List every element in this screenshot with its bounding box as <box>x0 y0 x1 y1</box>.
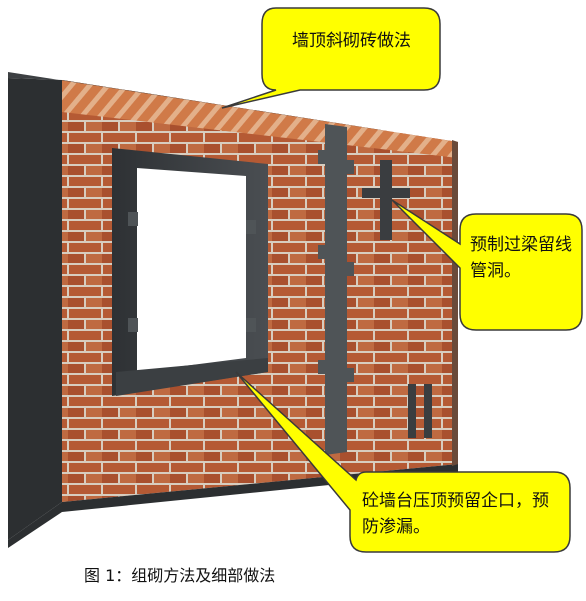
callout-preset-hole <box>391 199 583 331</box>
concrete-column <box>318 124 354 455</box>
pipe-hole-cross <box>362 160 410 240</box>
callout-label-sill-notch: 砼墙台压顶预留企口，预防渗漏。 <box>362 491 549 537</box>
callout-label-top-slant: 墙顶斜砌砖做法 <box>292 31 411 51</box>
window-opening <box>112 148 268 396</box>
conduit-slots <box>408 384 432 438</box>
callout-sill-notch <box>235 371 571 553</box>
callout-top-slant <box>221 7 441 109</box>
callout-label-preset-hole: 预制过梁留线管洞。 <box>470 235 572 281</box>
figure-caption: 图 1：组砌方法及细部做法 <box>84 566 276 585</box>
